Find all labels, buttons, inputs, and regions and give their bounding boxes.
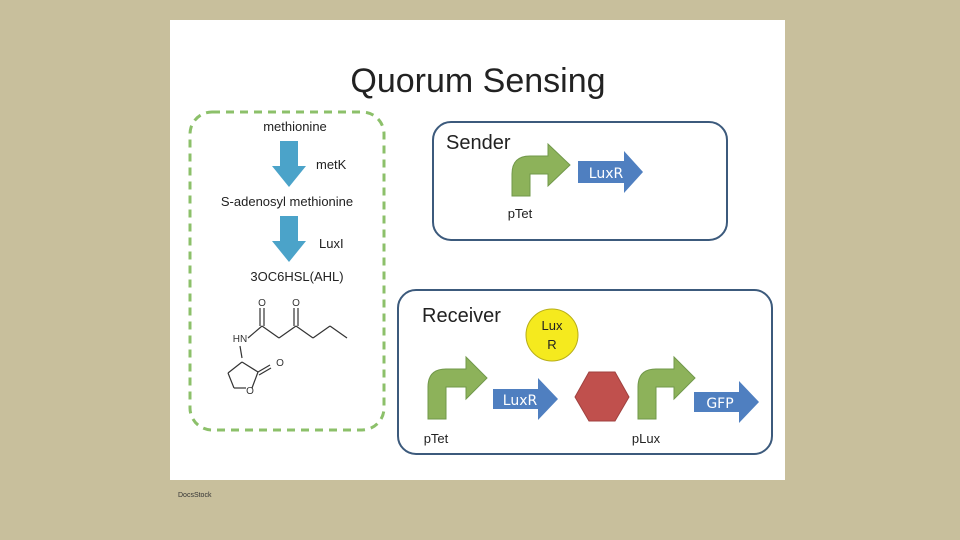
gene-arrow-icon bbox=[694, 381, 759, 423]
receiver-gene2-label: GFP bbox=[706, 396, 733, 412]
luxr-protein-circle bbox=[525, 308, 579, 362]
receiver-title: Receiver bbox=[422, 305, 501, 327]
promoter-arrow-icon bbox=[511, 142, 571, 197]
intermediate-label: S-adenosyl methionine bbox=[221, 194, 353, 209]
product-label: 3OC6HSL(AHL) bbox=[250, 269, 343, 284]
receiver-gene1-label: LuxR bbox=[503, 393, 538, 409]
promoter-arrow-icon bbox=[637, 355, 696, 420]
sender-promoter-label: pTet bbox=[508, 206, 533, 221]
slide-canvas: Quorum Sensing methionine metK S-adenosy… bbox=[170, 20, 785, 480]
pathway-dashed-box bbox=[188, 110, 386, 432]
atom-hn-label: HN bbox=[233, 334, 247, 345]
sender-title: Sender bbox=[446, 132, 511, 154]
watermark-text: DocsStock bbox=[178, 492, 212, 499]
atom-o-label: O bbox=[292, 298, 300, 309]
receiver-promoter1-label: pTet bbox=[424, 431, 449, 446]
promoter-arrow-icon bbox=[427, 355, 488, 420]
receiver-promoter2-label: pLux bbox=[632, 431, 661, 446]
enzyme-metk-label: metK bbox=[316, 157, 347, 172]
down-arrow-icon bbox=[272, 216, 306, 262]
atom-o-label: O bbox=[258, 298, 266, 309]
sender-gene-label: LuxR bbox=[589, 166, 624, 182]
receiver-box bbox=[397, 289, 773, 455]
ahl-molecule-structure bbox=[227, 308, 348, 389]
gene-arrow-icon bbox=[578, 151, 643, 193]
quorum-sensing-diagram: Quorum Sensing methionine metK S-adenosy… bbox=[188, 62, 773, 455]
enzyme-luxi-label: LuxI bbox=[319, 236, 344, 251]
atom-o-label: O bbox=[276, 358, 284, 369]
hexagon-complex-shape bbox=[574, 371, 630, 422]
protein-label-line2: R bbox=[547, 337, 556, 352]
gene-arrow-icon bbox=[493, 378, 558, 420]
atom-o-label: O bbox=[246, 386, 254, 397]
protein-label-line1: Lux bbox=[542, 318, 563, 333]
substrate-label: methionine bbox=[263, 119, 327, 134]
down-arrow-icon bbox=[272, 141, 306, 187]
slide-title: Quorum Sensing bbox=[350, 62, 605, 100]
